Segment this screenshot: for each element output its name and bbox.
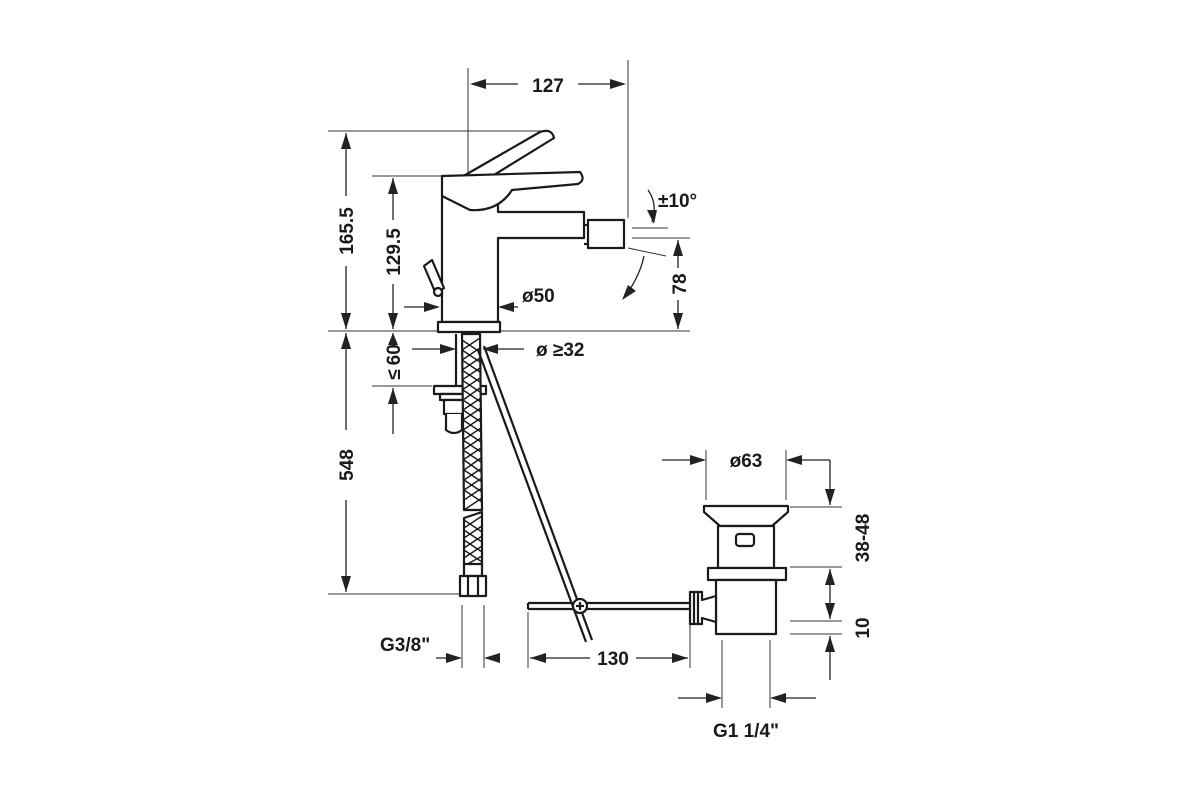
label-waste-step: 10 bbox=[853, 617, 874, 638]
label-spout-reach: 127 bbox=[532, 76, 564, 97]
label-hole-diameter: ø ≥32 bbox=[536, 340, 584, 361]
label-max-thickness-value: 60 bbox=[384, 344, 405, 365]
waste-nut bbox=[706, 566, 788, 582]
waste-valve bbox=[688, 504, 790, 636]
label-rod-length: 130 bbox=[597, 649, 629, 670]
waste-body bbox=[714, 578, 778, 636]
waste-flange bbox=[702, 504, 790, 528]
faucet bbox=[422, 129, 626, 334]
label-spout-height: 78 bbox=[670, 273, 691, 294]
label-max-thickness-le: ≤ bbox=[384, 369, 405, 379]
label-max-thickness: ≤60 bbox=[384, 344, 405, 380]
extension-lines bbox=[328, 60, 842, 708]
faucet-lever bbox=[440, 170, 584, 212]
label-base-diameter: ø50 bbox=[522, 286, 555, 307]
hose-ferrule bbox=[462, 562, 484, 578]
fixing-nut bbox=[442, 398, 466, 416]
dimension-lines bbox=[341, 79, 835, 703]
label-total-height: 165.5 bbox=[337, 207, 358, 255]
base-plate bbox=[436, 320, 502, 334]
lever-raised-outline bbox=[459, 129, 556, 187]
hose-braid-upper bbox=[461, 337, 483, 511]
label-spout-angle: ±10° bbox=[658, 191, 697, 212]
hose-nut bbox=[458, 574, 488, 598]
spout-nozzle bbox=[586, 218, 626, 250]
flex-hose-upper bbox=[460, 332, 484, 512]
label-body-height: 129.5 bbox=[384, 228, 405, 276]
label-waste-thread: G1 1/4" bbox=[713, 721, 779, 742]
label-waste-height: 38-48 bbox=[853, 514, 874, 563]
label-waste-diameter: ø63 bbox=[730, 451, 763, 472]
popup-knob bbox=[422, 258, 446, 296]
label-hose-length: 548 bbox=[337, 449, 358, 481]
dimension-labels: 127 165.5 129.5 ±10° 78 ø50 ø ≥32 ≤60 54… bbox=[337, 76, 874, 742]
under-counter bbox=[432, 332, 690, 643]
popup-rod bbox=[482, 345, 594, 641]
label-hose-thread: G3/8" bbox=[380, 635, 430, 656]
